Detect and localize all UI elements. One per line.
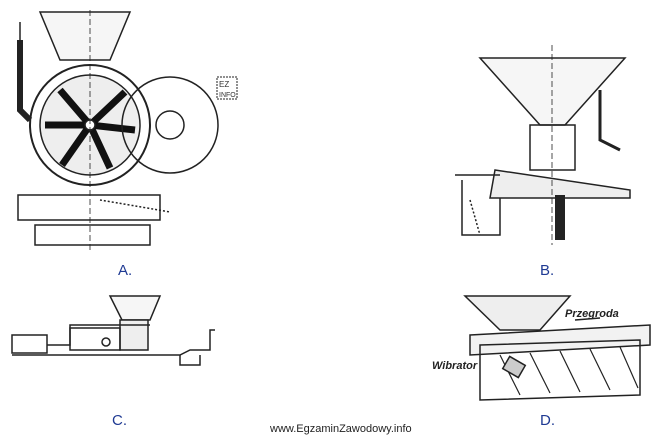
label-b: B.	[540, 262, 555, 279]
annotation-vibrator: Wibrator	[432, 360, 478, 372]
footer-url: www.EgzaminZawodowy.info	[270, 423, 412, 435]
drawing-a-rotary-feeder	[17, 10, 219, 250]
drawing-b-plate-feeder	[455, 45, 631, 245]
ez-info-logo: EZ INFO	[216, 76, 238, 100]
drawing-c-belt-feeder	[11, 295, 215, 366]
drawing-d-vibratory-feeder	[463, 295, 651, 401]
annotation-partition: Przegroda	[565, 308, 619, 320]
label-c: C.	[112, 412, 127, 429]
label-a: A.	[118, 262, 133, 279]
svg-text:INFO: INFO	[219, 92, 236, 99]
svg-text:EZ: EZ	[219, 80, 229, 89]
label-d: D.	[540, 412, 555, 429]
